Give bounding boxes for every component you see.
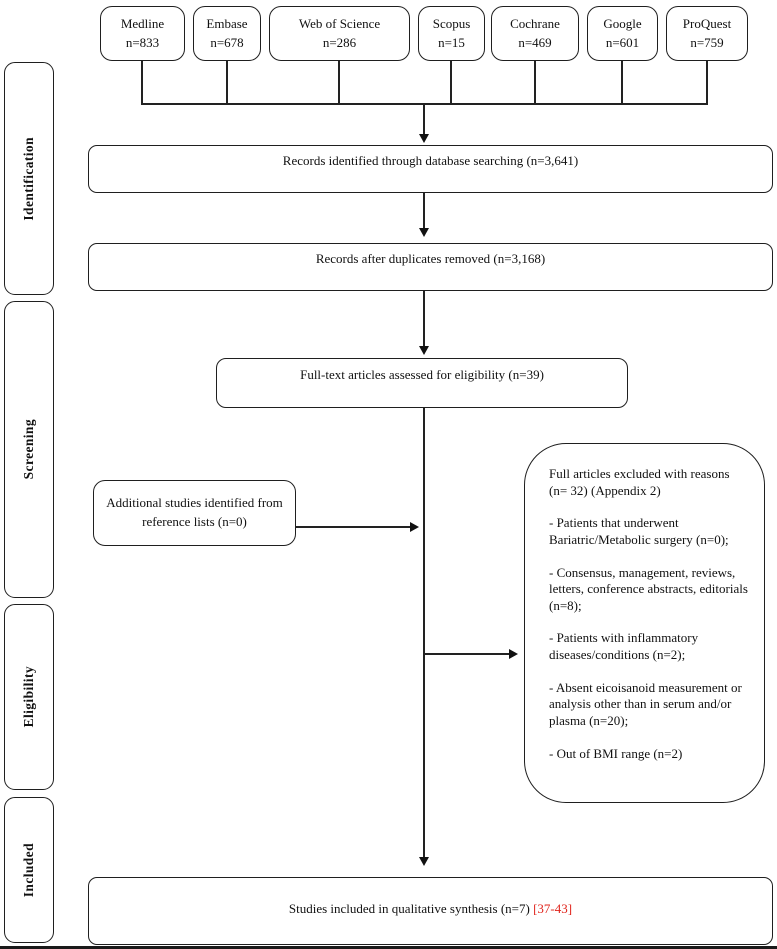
stage-screening: Screening xyxy=(4,301,54,598)
connector-stub-web-of-science xyxy=(338,61,340,105)
arrowhead-to-included xyxy=(419,857,429,866)
connector-stub-scopus xyxy=(450,61,452,105)
fulltext-assessed-text: Full-text articles assessed for eligibil… xyxy=(300,367,544,382)
source-count: n=15 xyxy=(438,34,465,50)
source-name: Cochrane xyxy=(510,16,560,32)
excluded-reason: - Patients with inflammatory diseases/co… xyxy=(549,630,699,662)
source-box-medline: Medline n=833 xyxy=(100,6,185,61)
additional-studies-box: Additional studies identified from refer… xyxy=(93,480,296,546)
stage-screening-label: Screening xyxy=(21,419,36,480)
source-box-web-of-science: Web of Science n=286 xyxy=(269,6,410,61)
connector-stub-google xyxy=(621,61,623,105)
source-count: n=601 xyxy=(605,34,640,50)
fulltext-assessed-box: Full-text articles assessed for eligibil… xyxy=(216,358,628,408)
arrowhead-to-identified xyxy=(419,134,429,143)
source-box-scopus: Scopus n=15 xyxy=(418,6,485,61)
records-deduplicated-box: Records after duplicates removed (n=3,16… xyxy=(88,243,773,291)
arrowhead-to-deduplicated xyxy=(419,228,429,237)
connector-line-from-additional xyxy=(296,526,410,528)
source-count: n=286 xyxy=(322,34,357,50)
connector-line-to-excluded xyxy=(424,653,509,655)
included-studies-text: Studies included in qualitative synthesi… xyxy=(288,901,534,916)
connector-line-to-identified xyxy=(423,103,425,134)
connector-stub-cochrane xyxy=(534,61,536,105)
excluded-reason: - Patients that underwent Bariatric/Meta… xyxy=(549,515,729,547)
excluded-reason: - Absent eicoisanoid measurement or anal… xyxy=(549,679,742,728)
source-count: n=759 xyxy=(690,34,724,50)
stage-included-label: Included xyxy=(21,842,36,898)
stage-identification-label: Identification xyxy=(21,136,36,221)
excluded-title-line1: Full articles excluded with reasons xyxy=(549,466,730,481)
excluded-reason: - Out of BMI range (n=2) xyxy=(549,745,683,761)
stage-eligibility: Eligibility xyxy=(4,604,54,790)
excluded-title-line2: (n= 32) (Appendix 2) xyxy=(549,482,661,498)
source-box-google: Google n=601 xyxy=(587,6,658,61)
additional-studies-text: Additional studies identified from refer… xyxy=(106,495,283,529)
arrowhead-to-excluded xyxy=(509,649,518,659)
excluded-reason: - Consensus, management, reviews, letter… xyxy=(549,564,748,613)
source-count: n=678 xyxy=(210,34,244,50)
page-bottom-edge xyxy=(0,946,777,949)
source-name: Web of Science xyxy=(298,16,381,32)
arrowhead-from-additional xyxy=(410,522,419,532)
included-studies-box: Studies included in qualitative synthesi… xyxy=(88,877,773,945)
source-count: n=833 xyxy=(125,34,160,50)
connector-stub-proquest xyxy=(706,61,708,105)
source-box-proquest: ProQuest n=759 xyxy=(666,6,748,61)
connector-line-to-fulltext xyxy=(423,291,425,346)
source-box-embase: Embase n=678 xyxy=(193,6,261,61)
source-count: n=469 xyxy=(518,34,552,50)
records-identified-text: Records identified through database sear… xyxy=(282,153,579,168)
arrowhead-to-fulltext xyxy=(419,346,429,355)
source-name: Scopus xyxy=(432,16,471,32)
included-citation-reference: [37-43] xyxy=(533,901,573,916)
source-name: Medline xyxy=(120,16,165,32)
source-name: Google xyxy=(603,16,642,32)
records-deduplicated-text: Records after duplicates removed (n=3,16… xyxy=(315,251,546,266)
stage-eligibility-label: Eligibility xyxy=(21,666,36,728)
source-name: ProQuest xyxy=(682,16,732,32)
connector-stub-medline xyxy=(141,61,143,105)
stage-included: Included xyxy=(4,797,54,943)
connector-line-to-included xyxy=(423,408,425,857)
records-identified-box: Records identified through database sear… xyxy=(88,145,773,193)
connector-stub-embase xyxy=(226,61,228,105)
source-name: Embase xyxy=(206,16,248,32)
stage-identification: Identification xyxy=(4,62,54,295)
source-box-cochrane: Cochrane n=469 xyxy=(491,6,579,61)
connector-line-to-deduplicated xyxy=(423,193,425,228)
excluded-reasons-box: Full articles excluded with reasons (n= … xyxy=(524,443,765,803)
